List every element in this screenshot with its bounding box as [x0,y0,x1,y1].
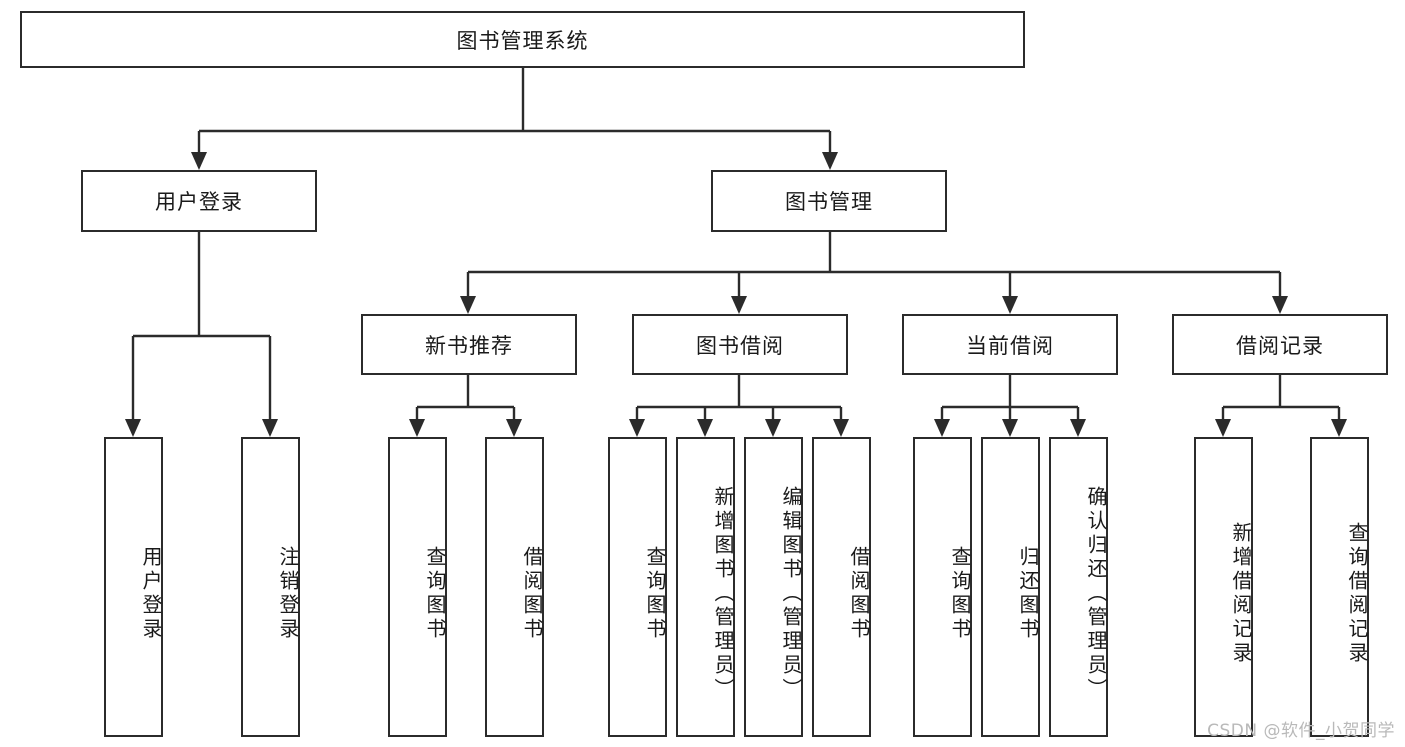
leaf-query-book-1-label: 查询图书 [423,546,447,642]
arrowhead-leaf-user-login [125,419,141,437]
leaf-query-book-2[interactable]: 查询图书 [608,437,667,737]
arrowhead-leaf-borrow-book-2 [833,419,849,437]
leaf-query-book-2-label: 查询图书 [643,546,667,642]
node-new-book-recommend-label: 新书推荐 [425,333,513,358]
arrowhead-book-management [822,152,838,170]
node-new-book-recommend[interactable]: 新书推荐 [361,314,577,375]
arrowhead-leaf-query-record [1331,419,1347,437]
leaf-query-record[interactable]: 查询借阅记录 [1310,437,1369,737]
node-borrow-record-label: 借阅记录 [1236,333,1324,358]
node-book-borrow-label: 图书借阅 [696,333,784,358]
leaf-borrow-book-1[interactable]: 借阅图书 [485,437,544,737]
arrowhead-user-login [191,152,207,170]
leaf-user-login[interactable]: 用户登录 [104,437,163,737]
arrowhead-leaf-query-book-3 [934,419,950,437]
node-user-login-label: 用户登录 [155,190,243,214]
leaf-query-book-3-label: 查询图书 [948,546,972,642]
leaf-confirm-return-label: 确认归还（管理员） [1084,486,1108,702]
leaf-user-login-label: 用户登录 [139,546,163,642]
arrowhead-leaf-query-book-1 [409,419,425,437]
node-book-management[interactable]: 图书管理 [711,170,947,232]
arrowhead-book-borrow [731,296,747,314]
arrowhead-leaf-return-book [1002,419,1018,437]
leaf-add-book-label: 新增图书（管理员） [711,486,735,702]
leaf-edit-book-label: 编辑图书（管理员） [779,486,803,702]
leaf-query-book-3[interactable]: 查询图书 [913,437,972,737]
node-root[interactable]: 图书管理系统 [20,11,1025,68]
leaf-borrow-book-1-label: 借阅图书 [520,546,544,642]
leaf-logout-login[interactable]: 注销登录 [241,437,300,737]
leaf-add-record-label: 新增借阅记录 [1229,522,1253,666]
node-borrow-record[interactable]: 借阅记录 [1172,314,1388,375]
node-user-login[interactable]: 用户登录 [81,170,317,232]
watermark-text: CSDN @软件_小贺同学 [1207,721,1395,741]
leaf-borrow-book-2-label: 借阅图书 [847,546,871,642]
node-book-management-label: 图书管理 [785,190,873,214]
leaf-return-book-label: 归还图书 [1016,546,1040,642]
arrowhead-leaf-logout-login [262,419,278,437]
leaf-logout-login-label: 注销登录 [276,546,300,642]
arrowhead-current-borrow [1002,296,1018,314]
leaf-confirm-return[interactable]: 确认归还（管理员） [1049,437,1108,737]
leaf-query-book-1[interactable]: 查询图书 [388,437,447,737]
arrowhead-leaf-add-book [697,419,713,437]
arrowhead-borrow-record [1272,296,1288,314]
node-book-borrow[interactable]: 图书借阅 [632,314,848,375]
arrowhead-new-book-recommend [460,296,476,314]
leaf-add-record[interactable]: 新增借阅记录 [1194,437,1253,737]
node-current-borrow-label: 当前借阅 [966,333,1054,358]
arrowhead-leaf-add-record [1215,419,1231,437]
leaf-query-record-label: 查询借阅记录 [1345,522,1369,666]
leaf-borrow-book-2[interactable]: 借阅图书 [812,437,871,737]
leaf-edit-book[interactable]: 编辑图书（管理员） [744,437,803,737]
arrowhead-leaf-borrow-book-1 [506,419,522,437]
leaf-add-book[interactable]: 新增图书（管理员） [676,437,735,737]
arrowhead-leaf-confirm-return [1070,419,1086,437]
leaf-return-book[interactable]: 归还图书 [981,437,1040,737]
node-root-label: 图书管理系统 [456,28,589,53]
arrowhead-leaf-edit-book [765,419,781,437]
node-current-borrow[interactable]: 当前借阅 [902,314,1118,375]
arrowhead-leaf-query-book-2 [629,419,645,437]
